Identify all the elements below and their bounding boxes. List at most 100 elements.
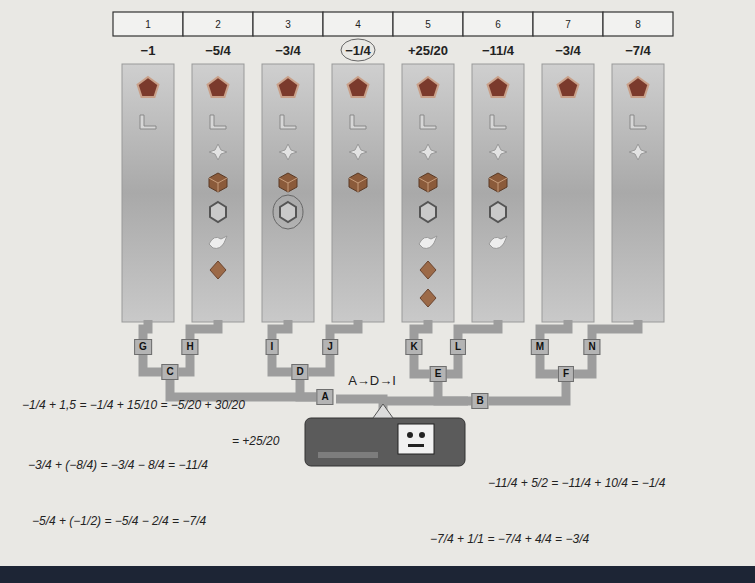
pipe-letter-text: D (296, 366, 303, 377)
bird-icon (419, 236, 437, 248)
column-value: −1/4 (345, 43, 371, 58)
pentagon-icon (348, 77, 369, 97)
table-cell-number: 5 (425, 19, 431, 30)
table-cell-number: 6 (495, 19, 501, 30)
flag-icon (140, 115, 156, 129)
spark-icon (489, 144, 507, 160)
handwritten-calculation: = +25/20 (232, 434, 279, 448)
pipe-connector (414, 355, 430, 374)
column-value: +25/20 (408, 43, 448, 58)
table-cell (323, 12, 393, 36)
pentagon-icon (418, 77, 439, 97)
spark-icon (279, 144, 297, 160)
flag-icon (420, 115, 436, 129)
table-cell (113, 12, 183, 36)
table-cell-number: 3 (285, 19, 291, 30)
pipe-letter: M (531, 339, 549, 355)
pipe-connector (309, 355, 330, 372)
table-cell (533, 12, 603, 36)
column-value: −3/4 (275, 43, 301, 58)
pipe-letter: F (558, 366, 574, 382)
table-cell-number: 2 (215, 19, 221, 30)
pipe-stub (592, 320, 638, 340)
cube-icon (489, 173, 507, 192)
pencil-circle (341, 39, 375, 61)
track-column (262, 64, 314, 322)
pentagon-icon (628, 77, 649, 97)
pipe-connector (272, 355, 291, 372)
pipe-letter-text: L (455, 341, 461, 352)
robot-machine (305, 404, 465, 466)
track-column (612, 64, 664, 322)
pipe-stub (540, 320, 568, 340)
pipe-stub (458, 320, 498, 340)
pipe-letter-text: A (321, 391, 328, 402)
pipe-connector (489, 382, 566, 401)
pentagon-icon (488, 77, 509, 97)
spark-icon (419, 144, 437, 160)
pipe-letter-text: M (536, 341, 544, 352)
table-cell-number: 7 (565, 19, 571, 30)
handwritten-calculation: −3/4 + (−8/4) = −3/4 − 8/4 = −11/4 (28, 458, 208, 472)
column-value: −3/4 (555, 43, 581, 58)
track-column (192, 64, 244, 322)
flag-icon (630, 115, 646, 129)
pipe-letter: G (134, 339, 152, 355)
track-column (402, 64, 454, 322)
pipe-letter: L (450, 339, 466, 355)
pipe-stub (330, 320, 358, 340)
pipe-stub (143, 320, 148, 340)
diamond-icon (420, 261, 436, 279)
pipe-connector (574, 355, 592, 374)
track-column (542, 64, 594, 322)
pipe-connector (300, 380, 316, 397)
table-cell (253, 12, 323, 36)
diamond-icon (210, 261, 226, 279)
pipe-letter-text: G (139, 341, 147, 352)
handwritten-calculation: −7/4 + 1/1 = −7/4 + 4/4 = −3/4 (430, 532, 589, 546)
pipe-connector (446, 355, 458, 374)
hexagon-icon (210, 202, 226, 222)
pipe-letter-text: B (476, 395, 483, 406)
pipe-letter-text: F (563, 368, 569, 379)
pipe-letter-text: K (410, 341, 417, 352)
pipe-connector (170, 380, 316, 397)
track-column (332, 64, 384, 322)
photo-edge (0, 566, 755, 583)
pipe-connector (438, 382, 471, 401)
pipe-letter: I (266, 339, 279, 355)
handwritten-calculation: −1/4 + 1,5 = −1/4 + 15/10 = −5/20 + 30/2… (22, 398, 245, 412)
table-cell-number: 4 (355, 19, 361, 30)
spark-icon (349, 144, 367, 160)
cube-icon (349, 173, 367, 192)
pipe-stub (272, 320, 288, 340)
diamond-icon (420, 289, 436, 307)
pipe-letter-text: C (166, 366, 173, 377)
pipe-letter: K (405, 339, 422, 355)
handwritten-calculation: −5/4 + (−1/2) = −5/4 − 2/4 = −7/4 (32, 514, 206, 528)
spark-icon (209, 144, 227, 160)
pipe-stub (414, 320, 428, 340)
flag-icon (490, 115, 506, 129)
column-value: −7/4 (625, 43, 651, 58)
handwritten-path: A→D→I (348, 373, 396, 388)
spark-icon (629, 144, 647, 160)
hexagon-icon (490, 202, 506, 222)
pentagon-icon (558, 77, 579, 97)
pipe-stub (190, 320, 218, 340)
table-cell-number: 1 (145, 19, 151, 30)
table-cell (393, 12, 463, 36)
pipe-letter-text: E (435, 368, 442, 379)
column-value: −11/4 (482, 43, 514, 58)
pentagon-icon (138, 77, 159, 97)
pentagon-icon (278, 77, 299, 97)
bird-icon (489, 236, 507, 248)
bird-icon (209, 236, 227, 248)
pipe-letter-text: I (271, 341, 274, 352)
pipe-to-robot (336, 399, 383, 412)
pipe-letter: C (161, 364, 178, 380)
pipe-letter: B (471, 393, 488, 409)
cube-icon (279, 173, 297, 192)
